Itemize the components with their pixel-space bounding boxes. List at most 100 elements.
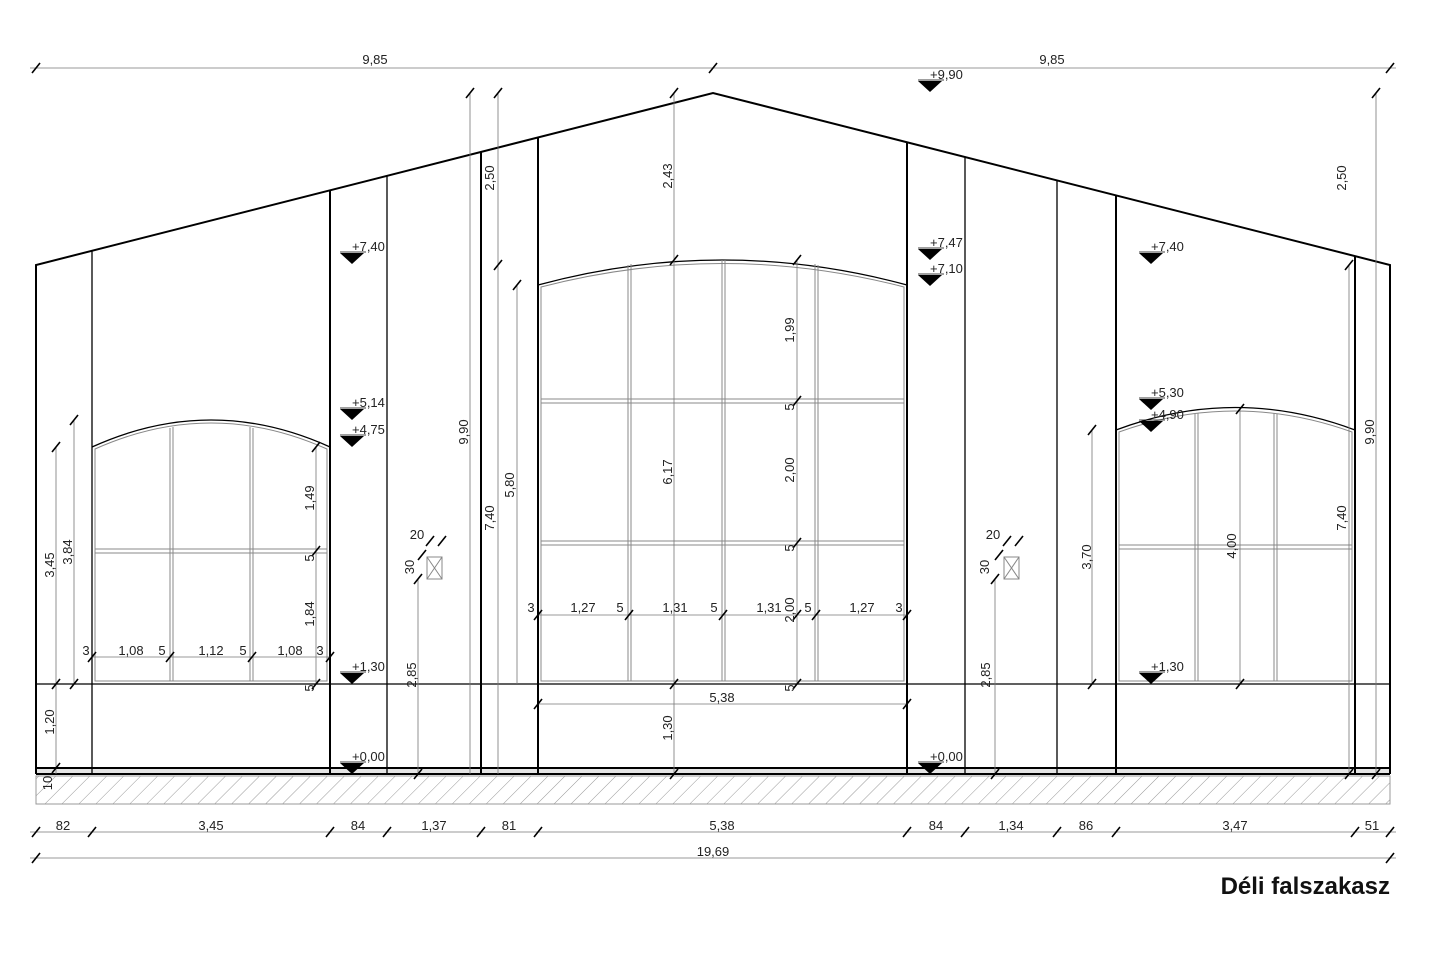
dim-label: 1,08 <box>118 643 143 658</box>
dimension-tick <box>69 678 79 690</box>
level-marker: +7,40 <box>1139 239 1184 264</box>
dimension-tick <box>425 535 435 547</box>
dimension-tick <box>1371 87 1381 99</box>
dimension-tick <box>51 441 61 453</box>
dimension-tick <box>437 535 447 547</box>
level-label: +4,75 <box>352 422 385 437</box>
dimension-tick <box>51 678 61 690</box>
level-triangle-icon <box>918 81 942 92</box>
dim-label: 6,17 <box>660 459 675 484</box>
ground-hatch <box>35 775 1391 805</box>
left-window <box>91 419 331 682</box>
dim-label: 1,27 <box>570 600 595 615</box>
dim-label: 2,43 <box>660 163 675 188</box>
dimension-tick <box>1344 768 1354 780</box>
level-label: +7,40 <box>1151 239 1184 254</box>
dim-label: 1,31 <box>756 600 781 615</box>
dimension-tick <box>669 87 679 99</box>
dim-label: 1,08 <box>277 643 302 658</box>
level-triangle-icon <box>918 763 942 774</box>
dim-label: 1,30 <box>660 715 675 740</box>
dimension-tick <box>1235 403 1245 415</box>
dimension-tick <box>1014 535 1024 547</box>
dim-label: 2,00 <box>782 597 797 622</box>
level-markers: +7,40+5,14+4,75+1,30+0,00+9,90+7,47+7,10… <box>340 67 1184 774</box>
level-triangle-icon <box>1139 421 1163 432</box>
level-triangle-icon <box>1139 399 1163 410</box>
dim-label: 1,12 <box>198 643 223 658</box>
dimension-tick <box>413 573 423 585</box>
level-label: +1,30 <box>1151 659 1184 674</box>
dimension-tick <box>325 826 335 838</box>
dimension-tick <box>1371 768 1381 780</box>
right-window-dims: 3,70 4,00 7,40 2,50 9,90 <box>1079 165 1377 569</box>
dimension-tick <box>1111 826 1121 838</box>
dim-label: 5 <box>782 403 797 410</box>
center-window <box>537 259 908 682</box>
level-label: +7,47 <box>930 235 963 250</box>
dimension-tick <box>533 609 543 621</box>
dimension-tick <box>708 62 718 74</box>
bottom-dim: 84 <box>929 818 943 833</box>
dim-label: 2,85 <box>404 662 419 687</box>
dimension-tick <box>51 762 61 774</box>
level-marker: +0,00 <box>918 749 963 774</box>
bottom-dim: 84 <box>351 818 365 833</box>
dimension-tick <box>669 768 679 780</box>
dim-label: 9,90 <box>456 419 471 444</box>
dimension-tick <box>512 279 522 291</box>
dimension-tick <box>1002 535 1012 547</box>
dimension-tick <box>960 826 970 838</box>
dimension-ticks <box>31 62 1395 864</box>
dim-label: 3 <box>895 600 902 615</box>
dimension-tick <box>417 549 427 561</box>
dimension-tick <box>1385 826 1395 838</box>
level-marker: +5,14 <box>340 395 385 420</box>
dim-label: 3 <box>527 600 534 615</box>
dim-label: 2,50 <box>1334 165 1349 190</box>
mid-left-dims: 9,90 2,50 7,40 5,80 2,85 30 20 <box>402 165 517 687</box>
gable-outline <box>35 91 1391 774</box>
dim-label: 5 <box>616 600 623 615</box>
dimension-tick <box>792 254 802 266</box>
dimension-tick <box>990 768 1000 780</box>
left-window-dims: 3 1,08 5 1,12 5 1,08 3 1,49 5 1,84 5 3,4… <box>40 485 324 790</box>
dim-label: 5 <box>302 554 317 561</box>
drawing-title: Déli falszakasz <box>1221 873 1390 900</box>
dimension-tick <box>1385 852 1395 864</box>
dim-label: 3,70 <box>1079 544 1094 569</box>
dim-label: 7,40 <box>1334 505 1349 530</box>
top-dim-right: 9,85 <box>1039 52 1064 67</box>
level-triangle-icon <box>340 436 364 447</box>
level-marker: +0,00 <box>340 749 385 774</box>
dim-label: 5 <box>782 544 797 551</box>
dimension-tick <box>325 651 335 663</box>
dim-label: 5 <box>710 600 717 615</box>
bottom-dim: 3,45 <box>198 818 223 833</box>
level-marker: +7,40 <box>340 239 385 264</box>
level-marker: +4,90 <box>1139 407 1184 432</box>
dimension-tick <box>718 609 728 621</box>
overall-dim: 19,69 <box>697 844 730 859</box>
dimension-tick <box>31 62 41 74</box>
dim-label: 5,80 <box>502 472 517 497</box>
dimension-tick <box>902 826 912 838</box>
dimension-tick <box>311 678 321 690</box>
dim-label: 4,00 <box>1224 533 1239 558</box>
level-marker: +9,90 <box>918 67 963 92</box>
dim-label: 1,84 <box>302 601 317 626</box>
center-window-dims: 3 1,27 5 1,31 5 1,31 5 1,27 3 5,38 1,99 … <box>527 163 902 740</box>
dimension-tick <box>311 545 321 557</box>
dimension-tick <box>994 549 1004 561</box>
dimension-tick <box>476 826 486 838</box>
mid-right-dims: 2,85 30 20 <box>977 527 1000 688</box>
dimension-tick <box>811 609 821 621</box>
dimension-tick <box>1052 826 1062 838</box>
vent-box-left <box>426 556 443 580</box>
dim-label: 2,00 <box>782 457 797 482</box>
dim-label: 5 <box>302 684 317 691</box>
dimension-tick <box>669 678 679 690</box>
dim-label: 1,31 <box>662 600 687 615</box>
level-triangle-icon <box>918 249 942 260</box>
